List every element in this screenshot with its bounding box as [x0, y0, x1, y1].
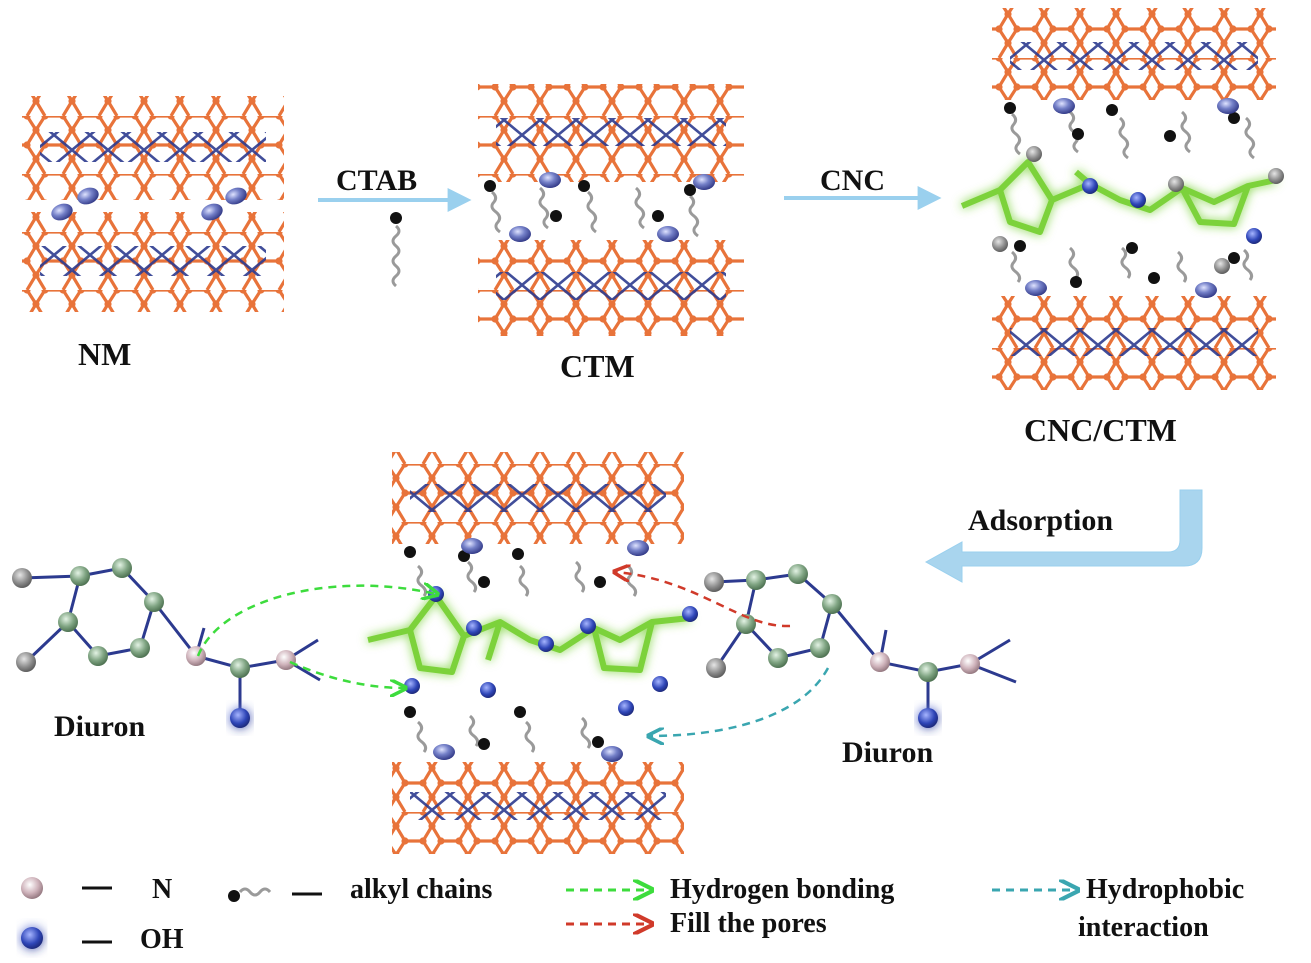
label-ctm: CTM: [560, 348, 635, 384]
label-ctab: CTAB: [336, 164, 418, 197]
legend-hbond-label: Hydrogen bonding: [670, 874, 895, 905]
hbond-arrows: [196, 586, 436, 688]
diuron-right-molecule: [704, 564, 1017, 728]
adsorption-arrow: [924, 489, 1203, 583]
adsorbed-top-sheet: [392, 452, 684, 544]
legend-hydrophobic-label-2: interaction: [1078, 912, 1209, 943]
ctm-bottom-sheet: [478, 240, 744, 336]
ctm-top-sheet: [478, 84, 744, 182]
cnc-ctm-bottom-sheet: [992, 296, 1276, 390]
label-nm: NM: [78, 336, 132, 372]
hydrophobic-arrow: [650, 667, 830, 736]
legend-n-swatch: [21, 877, 112, 899]
label-cnc-ctm: CNC/CTM: [1024, 412, 1177, 448]
label-cnc: CNC: [820, 164, 885, 197]
legend-oh-label: OH: [140, 924, 184, 955]
cnc-chain-top-right: [960, 146, 1284, 274]
cnc-chain-adsorbed: [367, 586, 698, 716]
nm-bottom-sheet: [22, 212, 284, 312]
label-diuron-left: Diuron: [54, 710, 146, 743]
legend-n-label: N: [152, 874, 173, 905]
legend-oh-swatch: [21, 927, 112, 949]
diuron-left-molecule: [12, 558, 321, 728]
legend-pores-label: Fill the pores: [670, 908, 827, 939]
pores-arrow: [616, 572, 791, 628]
label-diuron-right: Diuron: [842, 736, 934, 769]
nm-top-sheet: [22, 96, 284, 200]
legend-hydrophobic-label-1: Hydrophobic: [1086, 874, 1245, 905]
ctm-alkyl-chains: [484, 172, 715, 242]
ctab-molecule: [390, 212, 402, 288]
label-adsorption: Adsorption: [968, 504, 1114, 537]
cnc-ctm-alkyl-chains: [1004, 98, 1256, 298]
adsorbed-alkyl-chains: [404, 538, 649, 762]
legend-alkyl-swatch: [228, 887, 322, 902]
nm-interlayer-cations: [51, 187, 247, 221]
cnc-ctm-top-sheet: [992, 8, 1276, 100]
adsorbed-bottom-sheet: [392, 762, 684, 854]
legend-alkyl-label: alkyl chains: [350, 874, 493, 905]
